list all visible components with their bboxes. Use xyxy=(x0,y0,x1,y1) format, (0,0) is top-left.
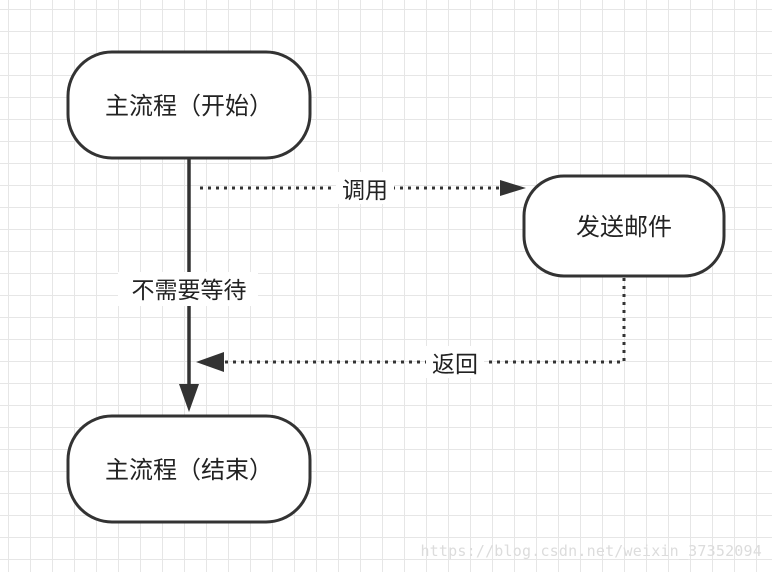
node-label-main-start: 主流程（开始） xyxy=(105,92,273,120)
edge-label-call: 调用 xyxy=(342,178,388,204)
node-label-main-end: 主流程（结束） xyxy=(105,456,273,484)
node-send-mail: 发送邮件 xyxy=(522,174,726,278)
node-main-start: 主流程（开始） xyxy=(66,50,312,160)
node-label-send-mail: 发送邮件 xyxy=(576,213,672,241)
watermark: https://blog.csdn.net/weixin_37352094 xyxy=(420,542,762,560)
edge-return: 返回 xyxy=(196,278,626,378)
edge-label-no-wait: 不需要等待 xyxy=(132,278,247,304)
arrowhead-down-icon xyxy=(179,384,199,412)
node-main-end: 主流程（结束） xyxy=(66,414,312,524)
edge-call: 调用 xyxy=(200,172,526,204)
edge-label-return: 返回 xyxy=(432,352,478,378)
arrowhead-left-icon xyxy=(196,352,224,372)
arrowhead-right-icon xyxy=(500,180,526,196)
edge-start-to-end: 不需要等待 xyxy=(118,158,258,412)
